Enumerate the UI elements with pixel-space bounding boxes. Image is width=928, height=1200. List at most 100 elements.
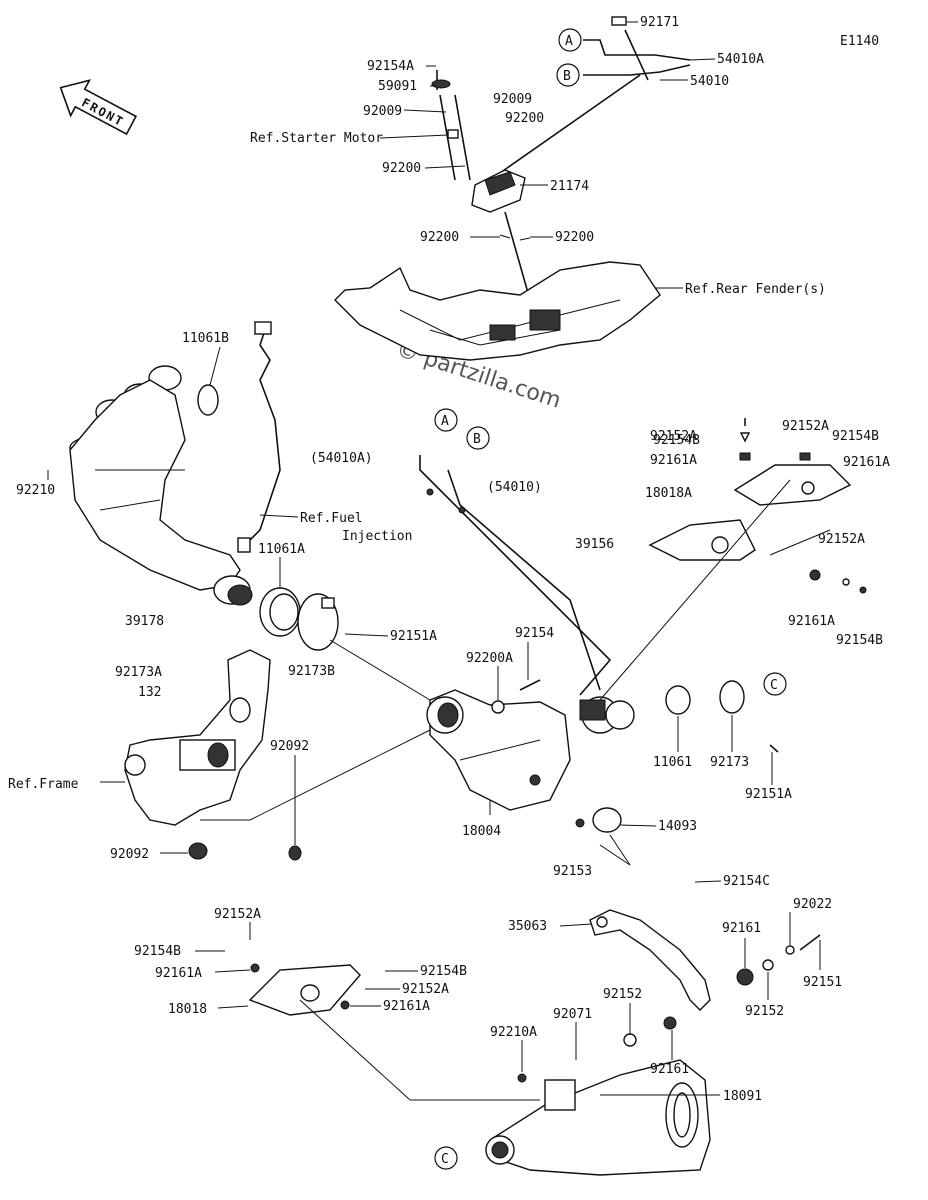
front-arrow-icon: FRONT [59, 79, 138, 136]
label-92171: 92171 [640, 15, 679, 30]
label-92154B-5: 92154B [134, 944, 181, 959]
grommet-92161 [736, 968, 754, 986]
bracket-35063 [589, 909, 711, 1011]
rear-fender-outline [334, 261, 661, 361]
callout-b-top: B [556, 63, 580, 87]
svg-text:B: B [473, 432, 481, 447]
label-92152-1: 92152 [745, 1004, 784, 1019]
label-ref-starter-motor: Ref.Starter Motor [250, 131, 383, 146]
label-92009-right: 92009 [493, 92, 532, 107]
label-92161A-4: 92161A [383, 999, 430, 1014]
label-92161A-3: 92161A [788, 614, 835, 629]
grommet-92092-upper [288, 845, 302, 861]
label-92152A-5: 92152A [402, 982, 449, 997]
label-92161-2: 92161 [650, 1062, 689, 1077]
label-92022: 92022 [793, 897, 832, 912]
label-92161A-5: 92161A [155, 966, 202, 981]
label-92151A-2: 92151A [745, 787, 792, 802]
callout-a-mid: A [434, 408, 458, 432]
o2-sensor-wire [244, 329, 281, 546]
label-92154B-4: 92154B [420, 964, 467, 979]
callout-c-right: C [763, 672, 787, 696]
heat-shield-18018A [733, 464, 852, 506]
clip-92171 [611, 16, 627, 26]
label-ref-fuel-1: Ref.Fuel [300, 511, 363, 526]
label-132: 132 [138, 685, 161, 700]
label-92071: 92071 [553, 1007, 592, 1022]
label-92009-left: 92009 [363, 104, 402, 119]
label-14093: 14093 [658, 819, 697, 834]
label-18018A: 18018A [645, 486, 692, 501]
washer-92200A [491, 700, 505, 714]
label-39156: 39156 [575, 537, 614, 552]
part-labels: 92171 54010A 54010 92154A 59091 92009 92… [8, 15, 890, 1104]
callout-b-mid: B [466, 426, 490, 450]
gasket-11061B [197, 384, 219, 416]
label-92154C: 92154C [723, 874, 770, 889]
grommet-92092-lower [188, 842, 208, 860]
label-11061: 11061 [653, 755, 692, 770]
label-92161A-2: 92161A [843, 455, 890, 470]
svg-text:C: C [441, 1152, 449, 1167]
svg-text:B: B [563, 69, 571, 84]
label-92152A-3: 92152A [818, 532, 865, 547]
cable-actuator-group [431, 16, 691, 301]
label-92154B-1: 92154B [653, 433, 700, 448]
label-21174: 21174 [550, 179, 589, 194]
label-92154: 92154 [515, 626, 554, 641]
gasket-11061 [665, 685, 691, 715]
label-92153: 92153 [553, 864, 592, 879]
bolt-92154 [519, 679, 541, 691]
nut-92153 [575, 818, 585, 828]
diagram-code: E1140 [840, 34, 879, 49]
label-92200-a: 92200 [505, 111, 544, 126]
clamp-92173 [719, 680, 745, 714]
label-92152-2: 92152 [603, 987, 642, 1002]
label-92200A: 92200A [466, 651, 513, 666]
label-59091: 59091 [378, 79, 417, 94]
label-11061A: 11061A [258, 542, 305, 557]
label-92200-b: 92200 [382, 161, 421, 176]
svg-text:A: A [565, 34, 573, 49]
label-92154B-3: 92154B [836, 633, 883, 648]
callout-c-bottom: C [434, 1146, 458, 1170]
actuator-21174 [471, 169, 526, 213]
label-92210A: 92210A [490, 1025, 537, 1040]
exhaust-valve-assembly [579, 696, 635, 734]
label-54010A: 54010A [717, 52, 764, 67]
label-92154A: 92154A [367, 59, 414, 74]
label-92173A: 92173A [115, 665, 162, 680]
muffler-body-18004 [426, 689, 571, 811]
label-92161-1: 92161 [722, 921, 761, 936]
label-92152A-2: 92152A [782, 419, 829, 434]
label-35063: 35063 [508, 919, 547, 934]
label-92152A-4: 92152A [214, 907, 261, 922]
label-92151A-1: 92151A [390, 629, 437, 644]
label-39178: 39178 [125, 614, 164, 629]
label-leaders [47, 21, 821, 1096]
pulley-59091 [431, 79, 451, 89]
label-54010-paren: (54010) [487, 480, 542, 495]
label-ref-rear-fender: Ref.Rear Fender(s) [685, 282, 826, 297]
label-ref-fuel-2: Injection [342, 529, 412, 544]
label-11061B: 11061B [182, 331, 229, 346]
label-92161A-1: 92161A [650, 453, 697, 468]
frame-bracket [124, 649, 271, 826]
label-18091: 18091 [723, 1089, 762, 1104]
label-92092-upper: 92092 [270, 739, 309, 754]
svg-text:A: A [441, 414, 449, 429]
label-92173: 92173 [710, 755, 749, 770]
label-92154B-2: 92154B [832, 429, 879, 444]
label-54010A-paren: (54010A) [310, 451, 373, 466]
label-92092-lower: 92092 [110, 847, 149, 862]
label-54010: 54010 [690, 74, 729, 89]
label-ref-frame: Ref.Frame [8, 777, 79, 792]
label-92210: 92210 [16, 483, 55, 498]
label-92173B: 92173B [288, 664, 335, 679]
label-92200-d: 92200 [555, 230, 594, 245]
cover-14093 [592, 807, 622, 833]
label-92152A-1: 92152A [650, 429, 697, 444]
heat-shield-39156 [648, 519, 756, 561]
silencer-18091 [485, 1059, 711, 1176]
